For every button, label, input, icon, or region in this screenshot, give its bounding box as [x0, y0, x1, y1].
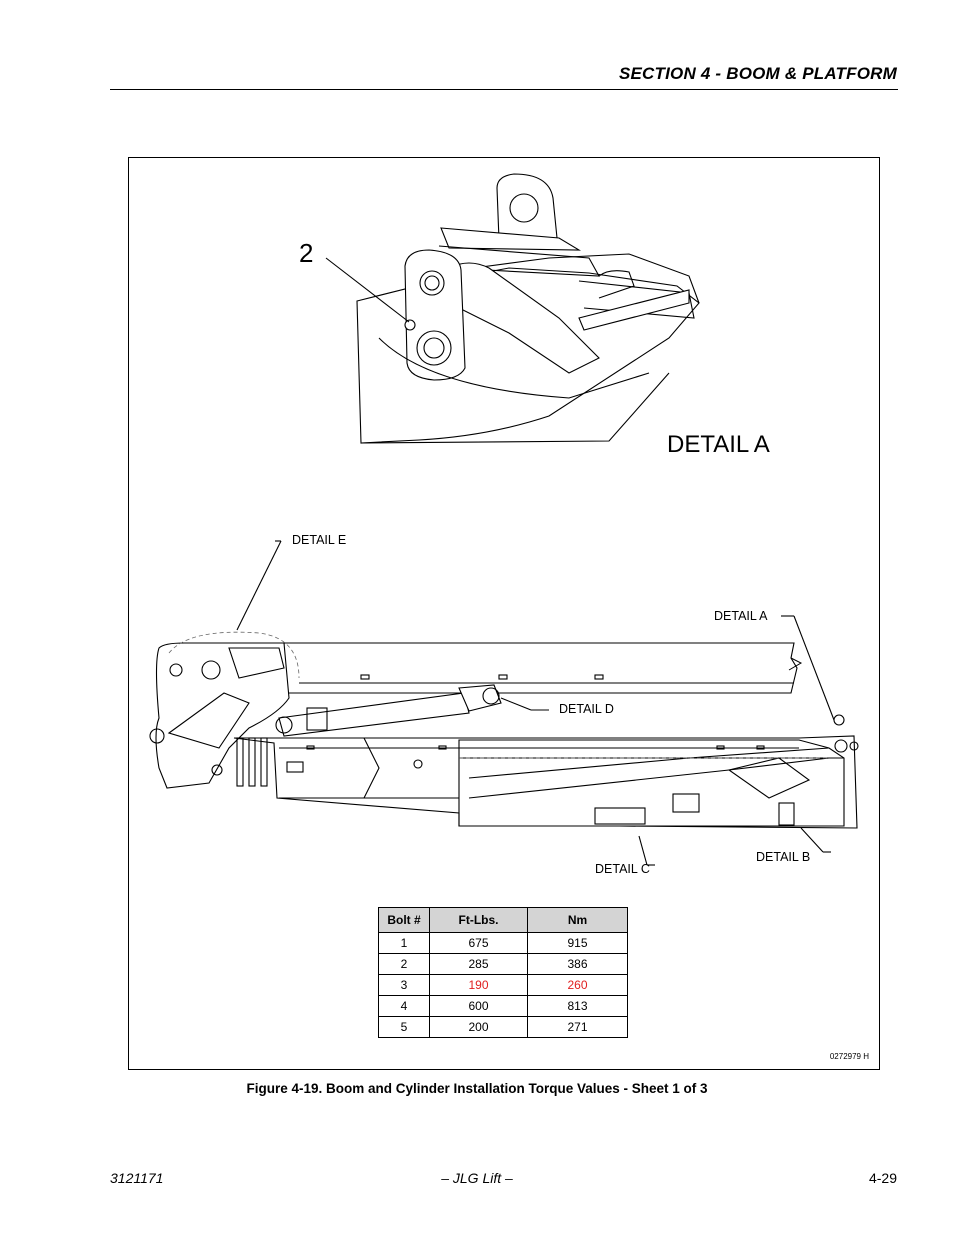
table-row: 5 200 271	[378, 1016, 628, 1038]
table-row: 2 285 386	[378, 953, 628, 975]
bolt-cell: 3	[378, 974, 430, 996]
table-row: 1 675 915	[378, 932, 628, 954]
ft-lbs-cell: 675	[429, 932, 528, 954]
ft-lbs-cell: 600	[429, 995, 528, 1017]
nm-cell: 271	[527, 1016, 628, 1038]
figure-id: 0272979 H	[829, 1052, 869, 1061]
label-detail-a: DETAIL A	[714, 609, 768, 623]
section-title: SECTION 4 - BOOM & PLATFORM	[618, 64, 897, 83]
table-header-row: Bolt # Ft-Lbs. Nm	[378, 907, 628, 933]
header-rule	[110, 89, 898, 90]
col-nm: Nm	[527, 907, 628, 933]
doc-number: 3121171	[110, 1170, 164, 1186]
callout-number: 2	[299, 238, 313, 268]
label-detail-c: DETAIL C	[595, 862, 650, 876]
bolt-cell: 1	[378, 932, 430, 954]
boom-assembly	[149, 642, 859, 829]
ft-lbs-cell: 285	[429, 953, 528, 975]
torque-table: Bolt # Ft-Lbs. Nm 1 675 915 2 285 386 3 …	[378, 907, 628, 1038]
ft-lbs-cell-revised: 190	[429, 974, 528, 996]
detail-a-illustration	[325, 173, 700, 444]
figure-frame: 2 DETAIL A DETAIL E DETAIL A DETAIL D DE…	[128, 157, 880, 1070]
figure-caption: Figure 4-19. Boom and Cylinder Installat…	[246, 1081, 708, 1096]
detail-a-title: DETAIL A	[667, 431, 770, 458]
label-detail-e: DETAIL E	[292, 533, 346, 547]
nm-cell: 915	[527, 932, 628, 954]
col-ft-lbs: Ft-Lbs.	[429, 907, 528, 933]
nm-cell: 386	[527, 953, 628, 975]
bolt-cell: 2	[378, 953, 430, 975]
label-detail-b: DETAIL B	[756, 850, 810, 864]
boom-drawing: 2 DETAIL A DETAIL E DETAIL A DETAIL D DE…	[149, 173, 859, 876]
ft-lbs-cell: 200	[429, 1016, 528, 1038]
nm-cell-revised: 260	[527, 974, 628, 996]
bolt-cell: 4	[378, 995, 430, 1017]
label-detail-d: DETAIL D	[559, 702, 614, 716]
col-bolt: Bolt #	[378, 907, 430, 933]
publisher: – JLG Lift –	[441, 1170, 513, 1186]
bolt-cell: 5	[378, 1016, 430, 1038]
nm-cell: 813	[527, 995, 628, 1017]
table-row: 3 190 260	[378, 974, 628, 996]
table-row: 4 600 813	[378, 995, 628, 1017]
page-number: 4-29	[868, 1170, 897, 1186]
